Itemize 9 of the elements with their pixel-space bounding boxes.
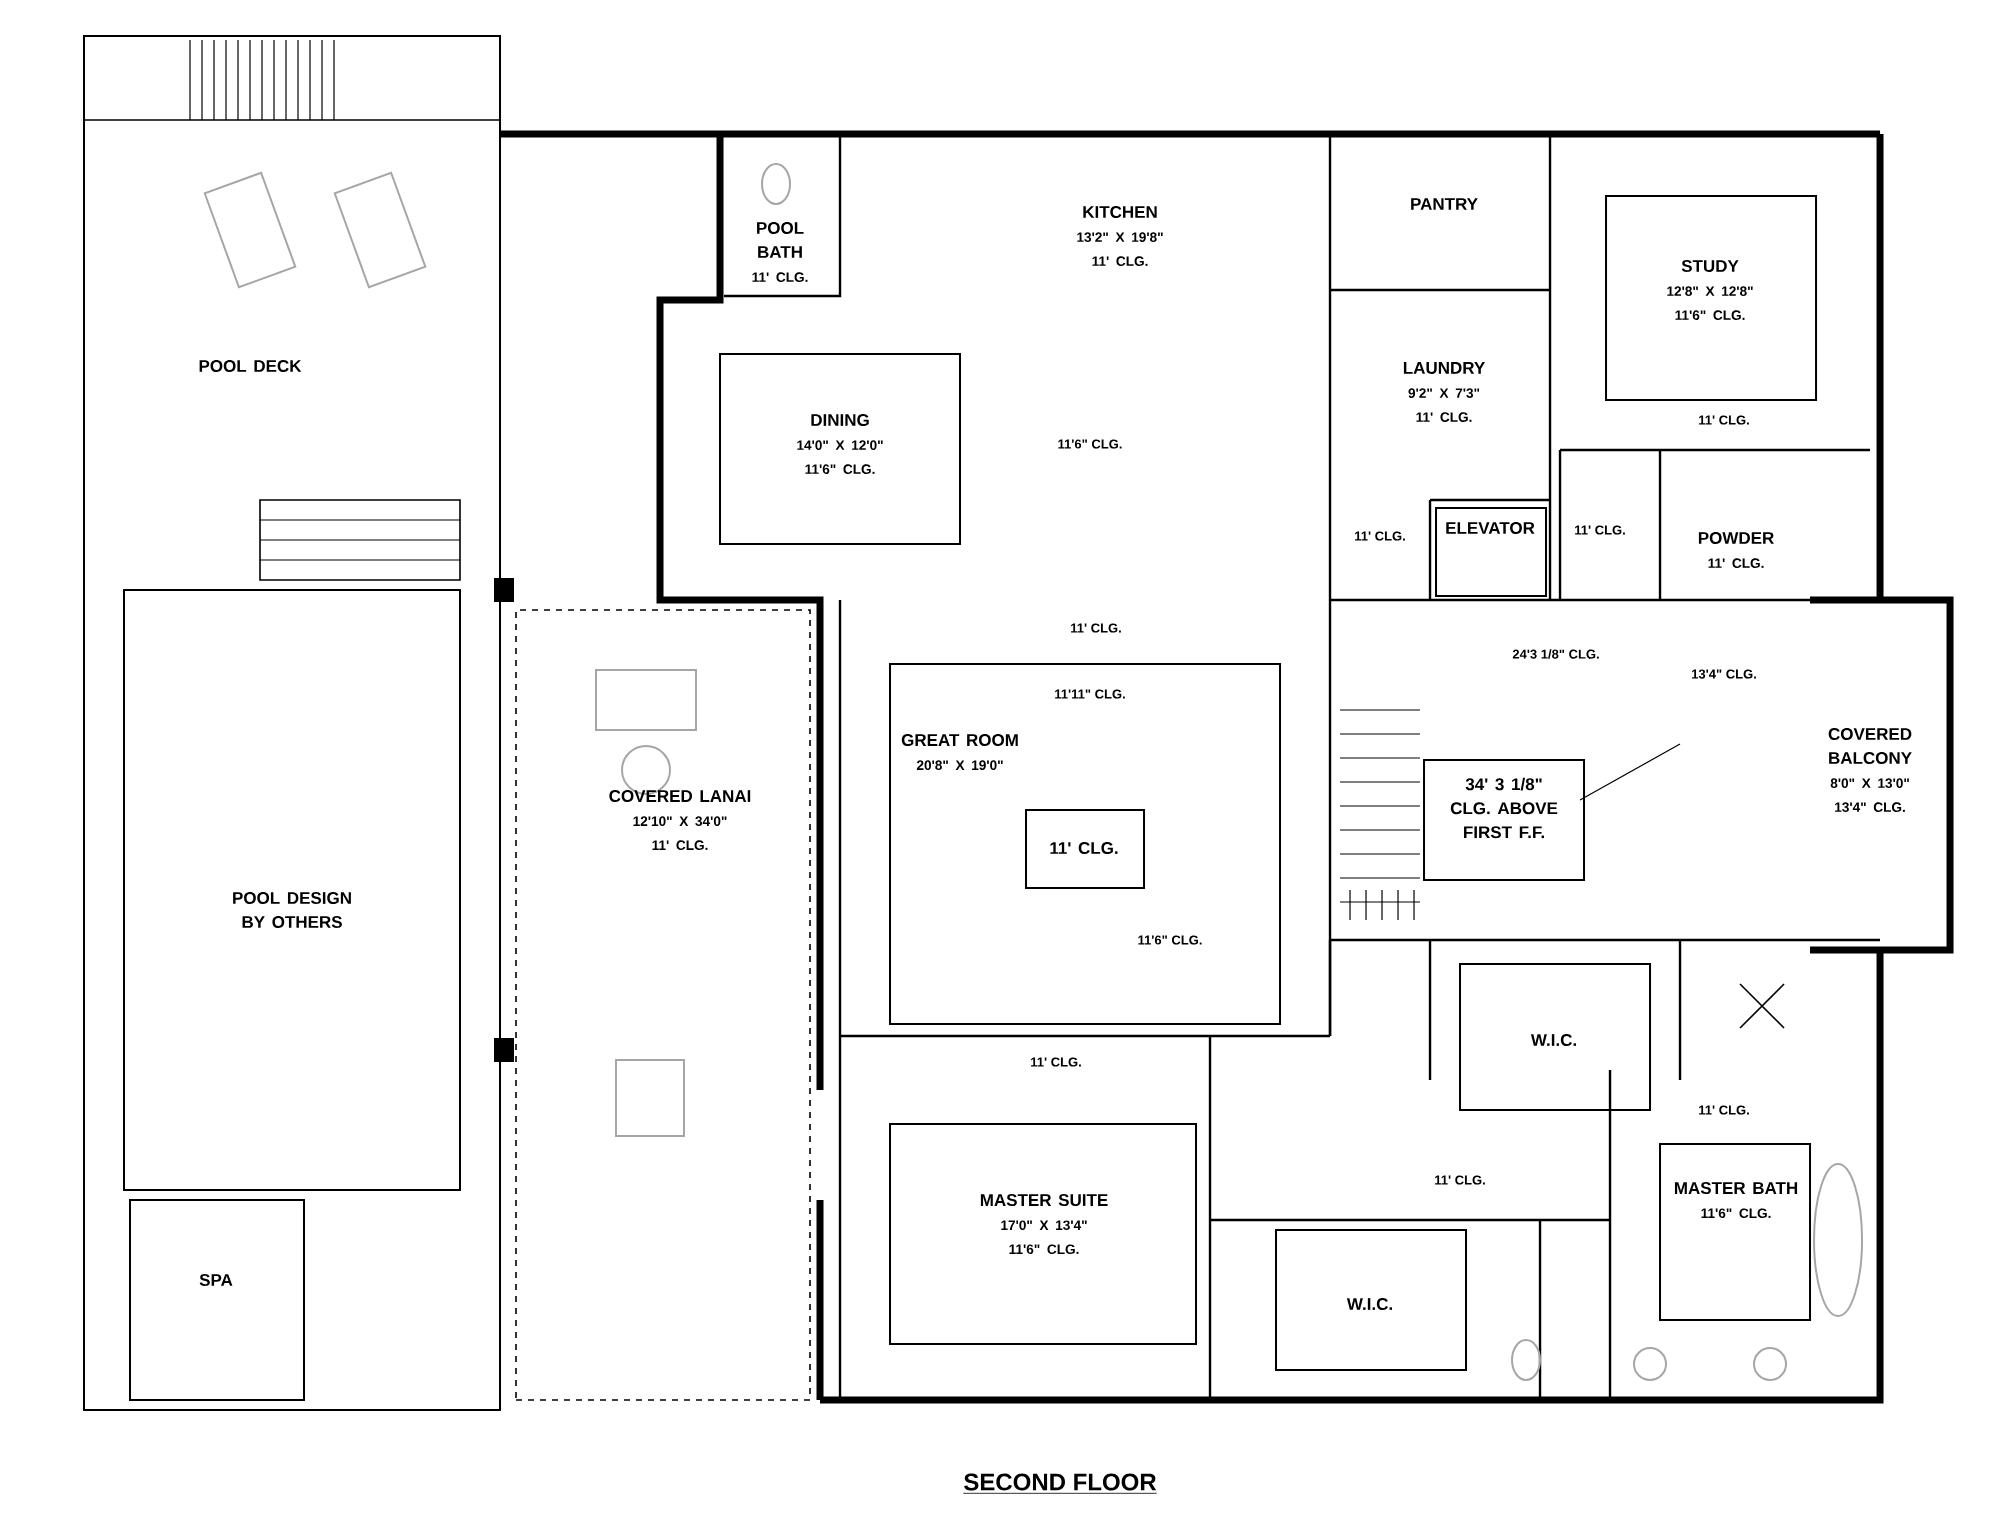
room: PANTRY [1411,198,1478,210]
pool: POOL DESIGN BY OTHERS [123,589,461,1191]
stair-opening: 34' 3 1/8" CLG. ABOVE FIRST F.F. [1423,759,1585,881]
closet-outline: W.I.C. [1275,1229,1467,1371]
elevator-shaft: ELEVATOR [1435,507,1547,597]
closet-outline: W.I.C. [1459,963,1652,1111]
ceiling-tray: 11' CLG. [1025,809,1145,889]
plan-title: SECOND FLOOR [962,1473,1158,1494]
spa: SPA [129,1199,305,1401]
